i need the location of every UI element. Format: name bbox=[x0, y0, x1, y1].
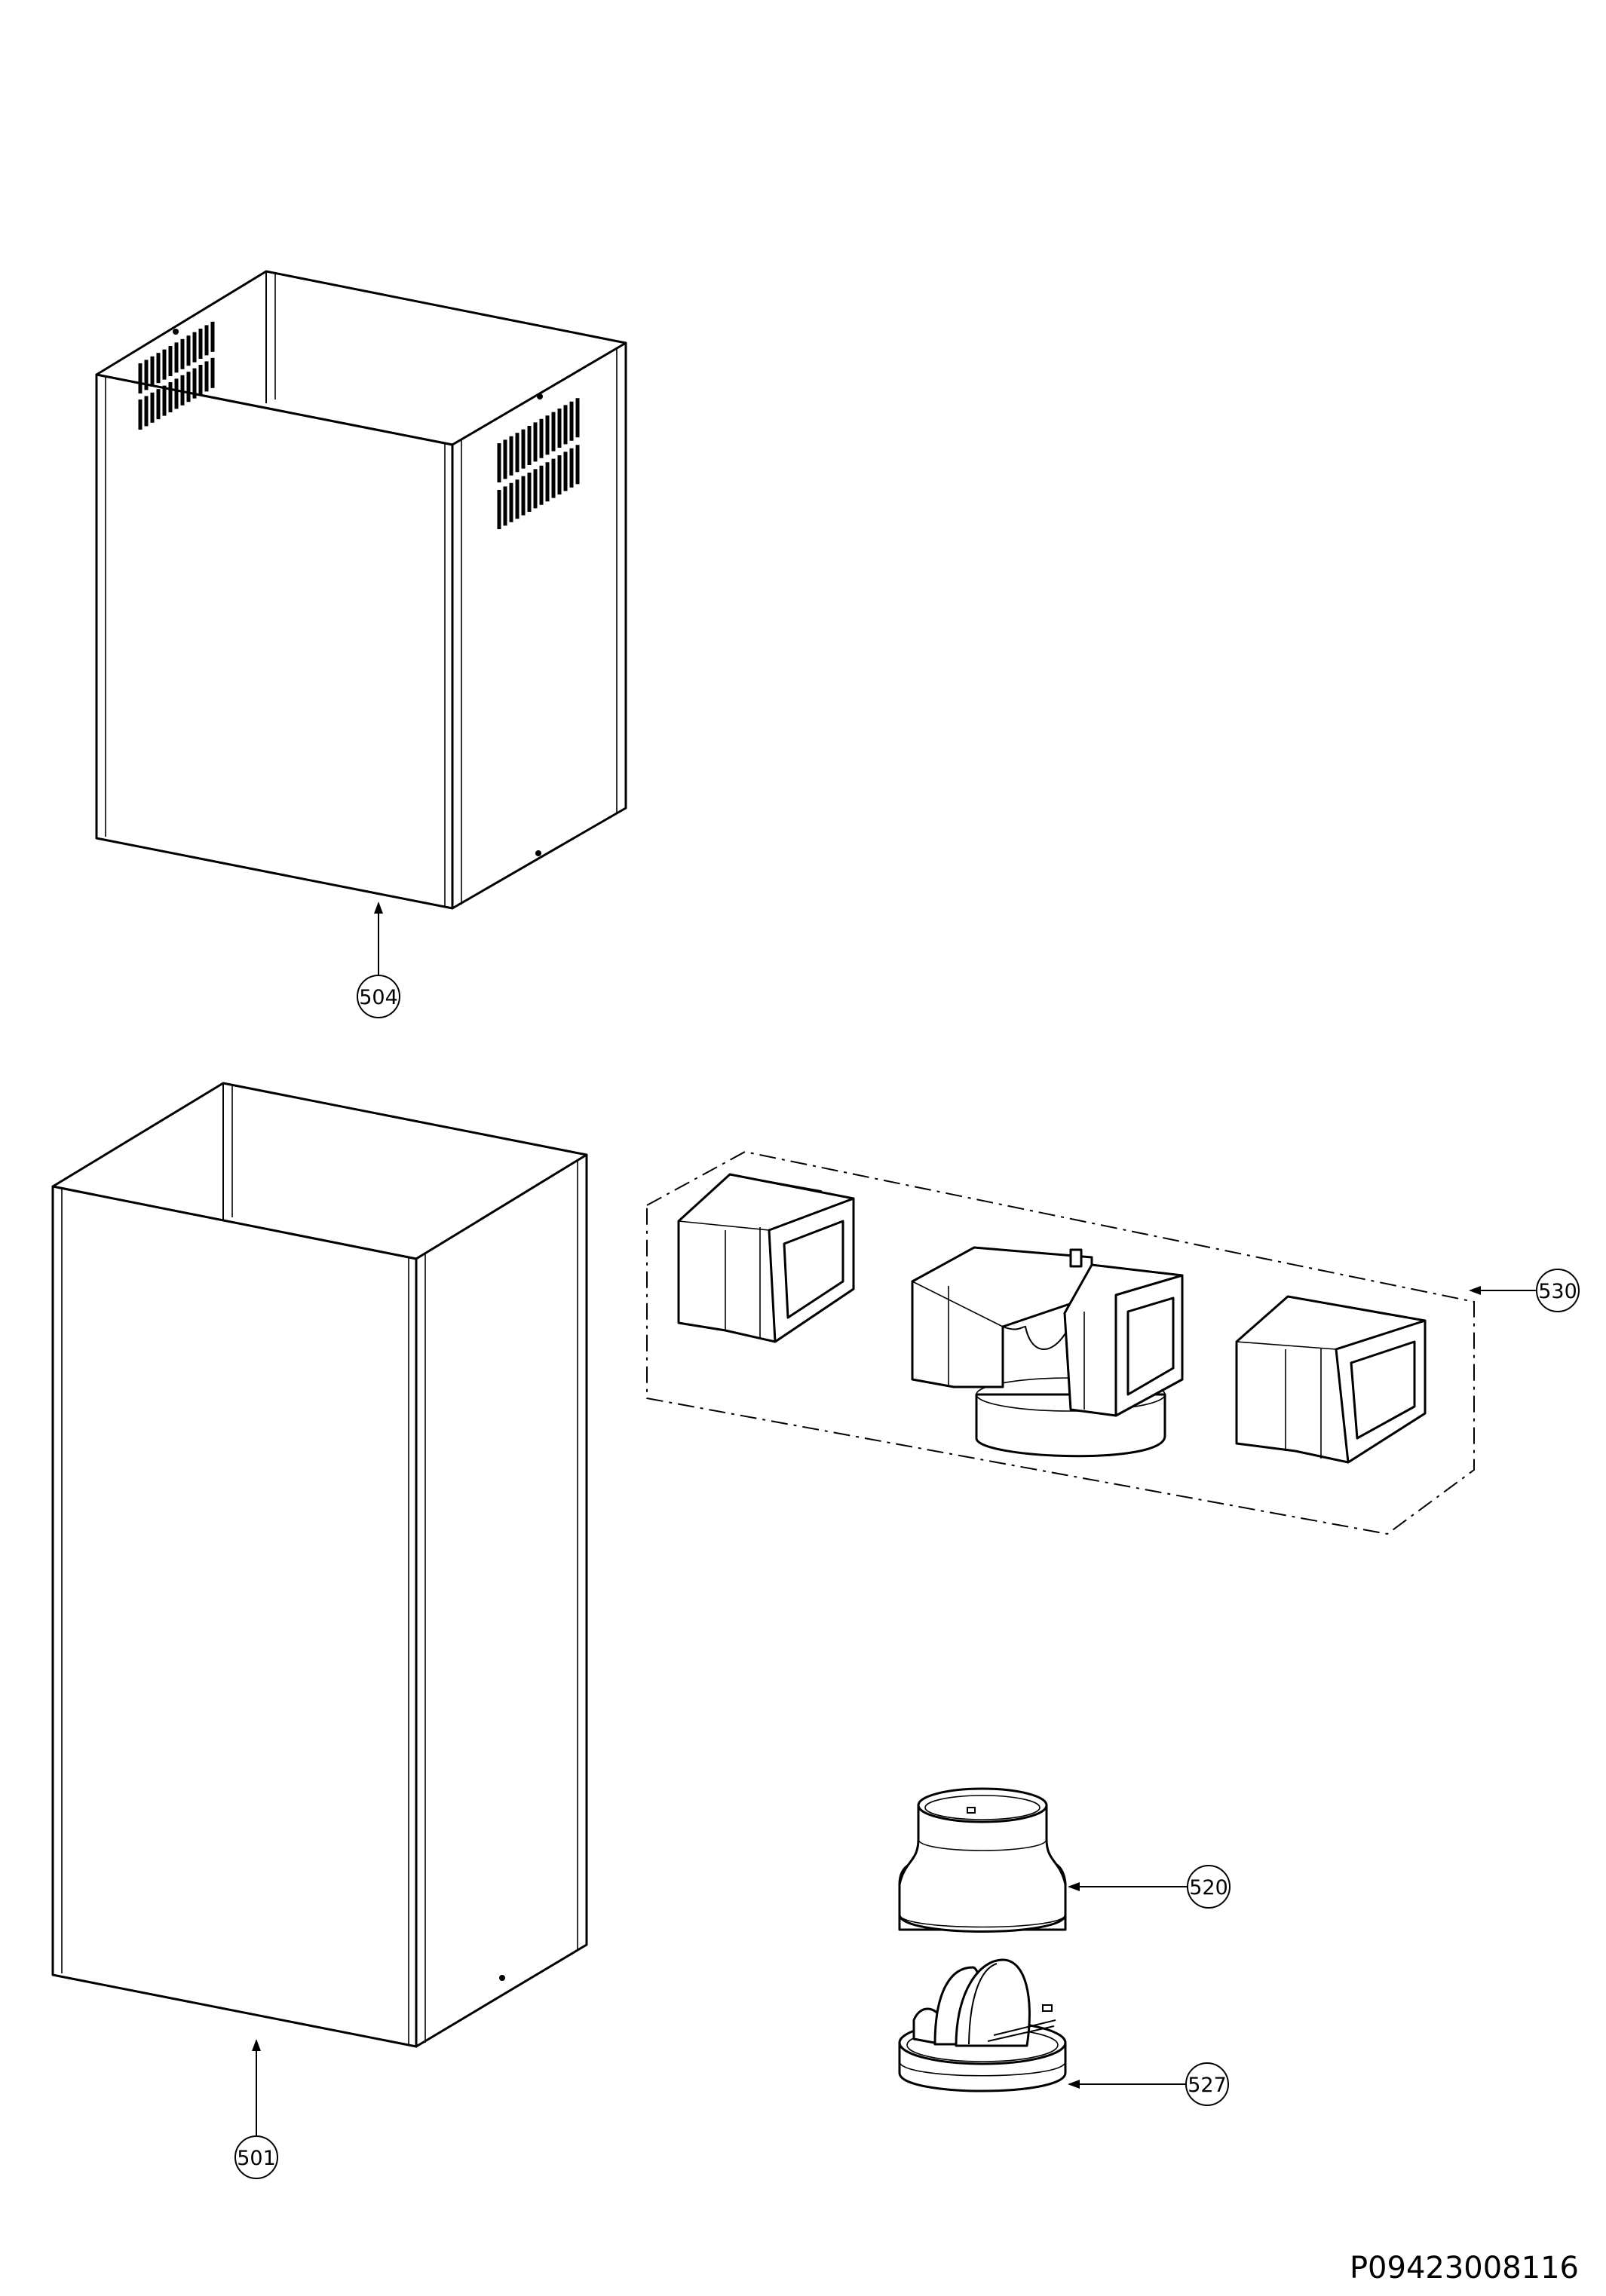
svg-text:527: 527 bbox=[1188, 2074, 1227, 2097]
svg-text:520: 520 bbox=[1189, 1876, 1228, 1900]
callout-501: 501 bbox=[234, 2135, 278, 2179]
vent-slots-back bbox=[138, 321, 215, 430]
lower-chimney-cover bbox=[51, 1082, 588, 2048]
upper-chimney-cover bbox=[95, 270, 627, 910]
svg-text:504: 504 bbox=[359, 986, 398, 1009]
backdraft-damper bbox=[898, 1958, 1067, 2092]
t-piece-duct-connector bbox=[911, 1246, 1184, 1458]
svg-text:501: 501 bbox=[237, 2147, 276, 2170]
drawing-reference-number: P09423008116 bbox=[1349, 2251, 1579, 2285]
rect-duct-connector-right bbox=[1235, 1295, 1427, 1464]
vent-slots-right bbox=[497, 398, 580, 529]
duct-reducer-collar bbox=[898, 1787, 1067, 1933]
duct-kit-outline bbox=[646, 1150, 1475, 1535]
rect-duct-connector-left bbox=[677, 1173, 855, 1343]
svg-text:530: 530 bbox=[1538, 1280, 1577, 1303]
callout-520: 520 bbox=[1187, 1865, 1231, 1909]
callout-530: 530 bbox=[1536, 1269, 1580, 1312]
callout-504: 504 bbox=[357, 975, 400, 1018]
callout-527: 527 bbox=[1185, 2062, 1229, 2106]
